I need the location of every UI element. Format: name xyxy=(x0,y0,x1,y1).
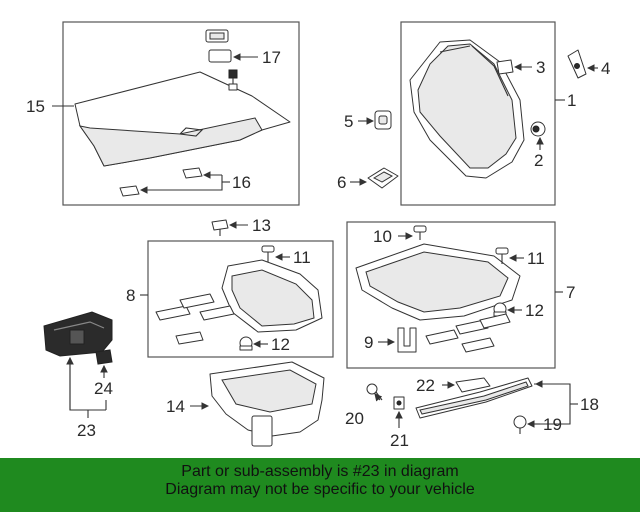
callout-11-right: 11 xyxy=(527,249,545,268)
part-16-pads[interactable] xyxy=(119,167,203,197)
callout-20: 20 xyxy=(345,409,364,428)
callout-12-left: 12 xyxy=(271,335,290,354)
part-14-lower-tray[interactable] xyxy=(209,361,325,447)
part-7-pads[interactable] xyxy=(425,313,511,353)
part-7-tray[interactable] xyxy=(355,243,521,321)
callout-24: 24 xyxy=(94,379,113,398)
callout-21: 21 xyxy=(390,431,409,450)
callout-17: 17 xyxy=(262,48,281,67)
part-13-clip[interactable] xyxy=(211,219,229,236)
callout-5: 5 xyxy=(344,112,353,131)
part-21-clip[interactable] xyxy=(393,396,405,410)
callout-1: 1 xyxy=(567,91,576,110)
part-19-clip[interactable] xyxy=(513,415,527,434)
group-box-side-panel xyxy=(400,21,556,206)
part-11-pin-right[interactable] xyxy=(495,247,509,264)
group-box-left-tray xyxy=(147,240,334,358)
callout-19: 19 xyxy=(543,415,562,434)
part-6-pad[interactable] xyxy=(367,167,399,189)
callout-9: 9 xyxy=(364,333,373,352)
part-24-clip[interactable] xyxy=(95,349,113,365)
group-box-right-tray xyxy=(346,221,556,369)
callout-15: 15 xyxy=(26,97,45,116)
part-10-pin[interactable] xyxy=(413,225,427,240)
part-bolt-upper[interactable] xyxy=(228,69,238,91)
part-3-clip[interactable] xyxy=(496,59,514,75)
part-1-side-trim[interactable] xyxy=(409,39,525,179)
part-2-retainer[interactable] xyxy=(530,121,546,137)
callout-12-right: 12 xyxy=(525,301,544,320)
callout-13: 13 xyxy=(252,216,271,235)
parts-diagram: 15 17 16 3 4 1 2 5 6 13 11 12 8 10 11 12… xyxy=(26,21,610,450)
leader-lines xyxy=(52,53,598,428)
banner-line-1: Part or sub-assembly is #23 in diagram xyxy=(181,463,459,480)
callout-14: 14 xyxy=(166,397,185,416)
part-8-pads[interactable] xyxy=(155,293,235,345)
callout-23: 23 xyxy=(77,421,96,440)
part-18-sill[interactable] xyxy=(415,377,533,419)
callout-6: 6 xyxy=(337,173,346,192)
banner-line-2: Diagram may not be specific to your vehi… xyxy=(165,481,475,498)
callout-4: 4 xyxy=(601,59,610,78)
callout-8: 8 xyxy=(126,286,135,305)
part-12-grommet-left[interactable] xyxy=(239,336,253,351)
info-banner: Part or sub-assembly is #23 in diagram D… xyxy=(0,458,640,512)
callout-7: 7 xyxy=(566,283,575,302)
part-17-clip[interactable] xyxy=(205,29,232,63)
callout-16: 16 xyxy=(232,173,251,192)
callout-18: 18 xyxy=(580,395,599,414)
callout-2: 2 xyxy=(534,151,543,170)
part-22-cover[interactable] xyxy=(455,377,491,393)
part-4-bracket[interactable] xyxy=(567,49,587,79)
part-20-bolt[interactable] xyxy=(366,383,383,401)
part-15-cover[interactable] xyxy=(74,71,291,167)
part-23-assembly[interactable] xyxy=(43,311,113,357)
callout-3: 3 xyxy=(536,58,545,77)
callout-11-left: 11 xyxy=(293,248,311,267)
part-9-hook[interactable] xyxy=(397,327,417,353)
part-8-tray[interactable] xyxy=(221,259,323,333)
callout-22: 22 xyxy=(416,376,435,395)
callout-labels: 15 17 16 3 4 1 2 5 6 13 11 12 8 10 11 12… xyxy=(26,48,610,450)
part-5-grommet[interactable] xyxy=(374,110,392,130)
callout-10: 10 xyxy=(373,227,392,246)
group-box-cargo-cover xyxy=(62,21,300,206)
part-11-pin-left[interactable] xyxy=(261,245,275,262)
